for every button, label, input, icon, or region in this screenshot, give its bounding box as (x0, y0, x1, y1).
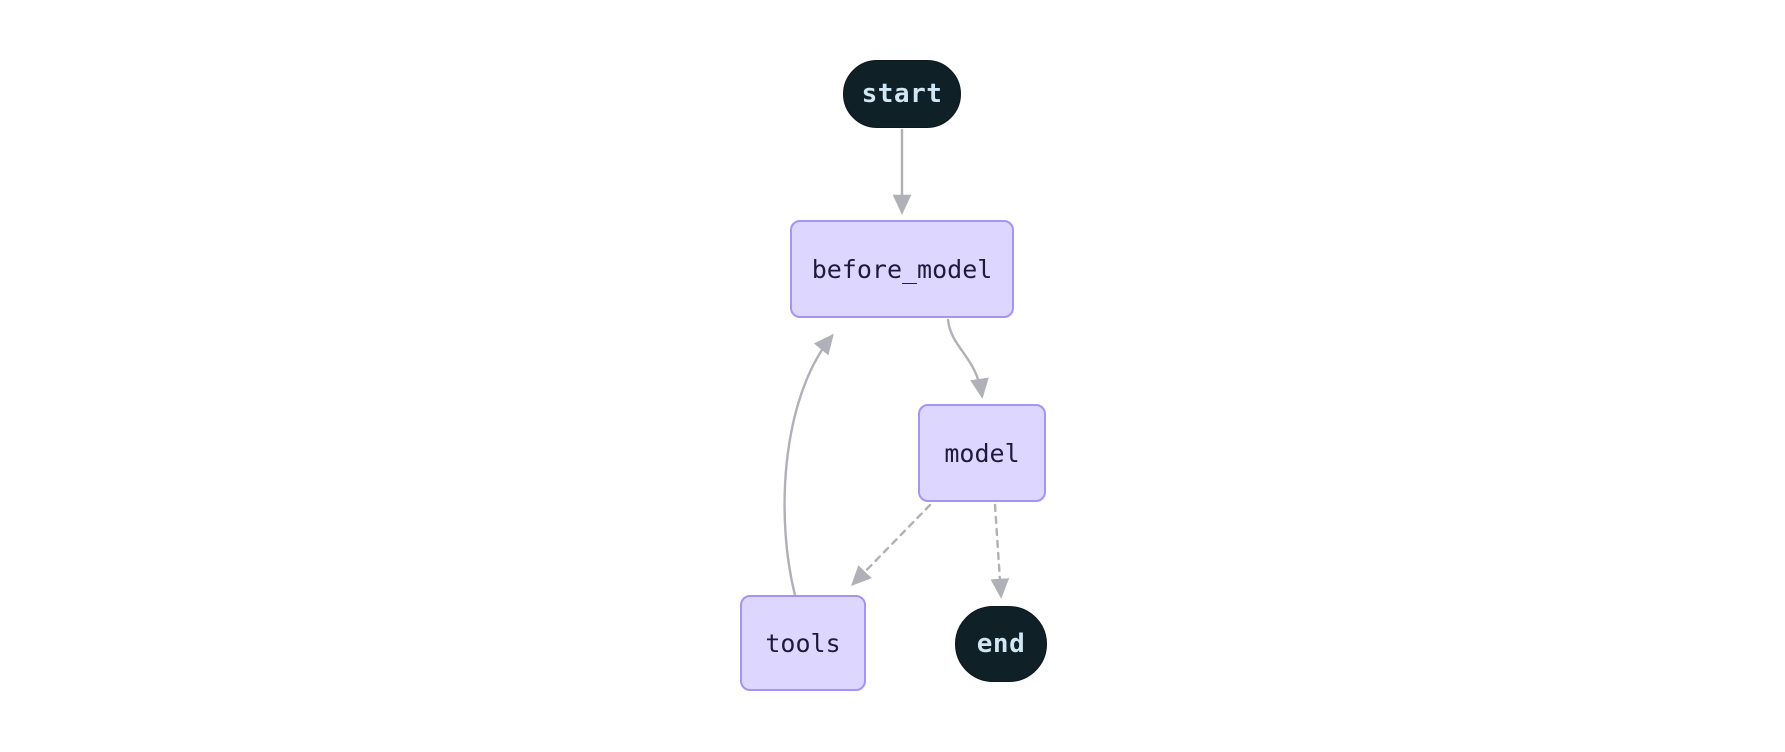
graph-node-label: start (861, 79, 943, 109)
graph-node-label: tools (765, 628, 841, 658)
graph-node-before_model[interactable]: before_model (790, 220, 1014, 318)
graph-node-end[interactable]: end (955, 606, 1047, 682)
graph-node-tools[interactable]: tools (740, 595, 866, 691)
graph-edge-tools-to-before_model (783, 333, 834, 597)
graph-node-label: before_model (811, 254, 993, 284)
graph-edge-before_model-to-model (946, 318, 989, 399)
graph-node-model[interactable]: model (918, 404, 1046, 502)
graph-node-start[interactable]: start (843, 60, 961, 128)
graph-edge-model-to-end (990, 503, 1010, 599)
graph-node-label: model (944, 438, 1020, 468)
graph-edge-model-to-tools (850, 503, 932, 587)
graph-node-label: end (976, 629, 1026, 659)
